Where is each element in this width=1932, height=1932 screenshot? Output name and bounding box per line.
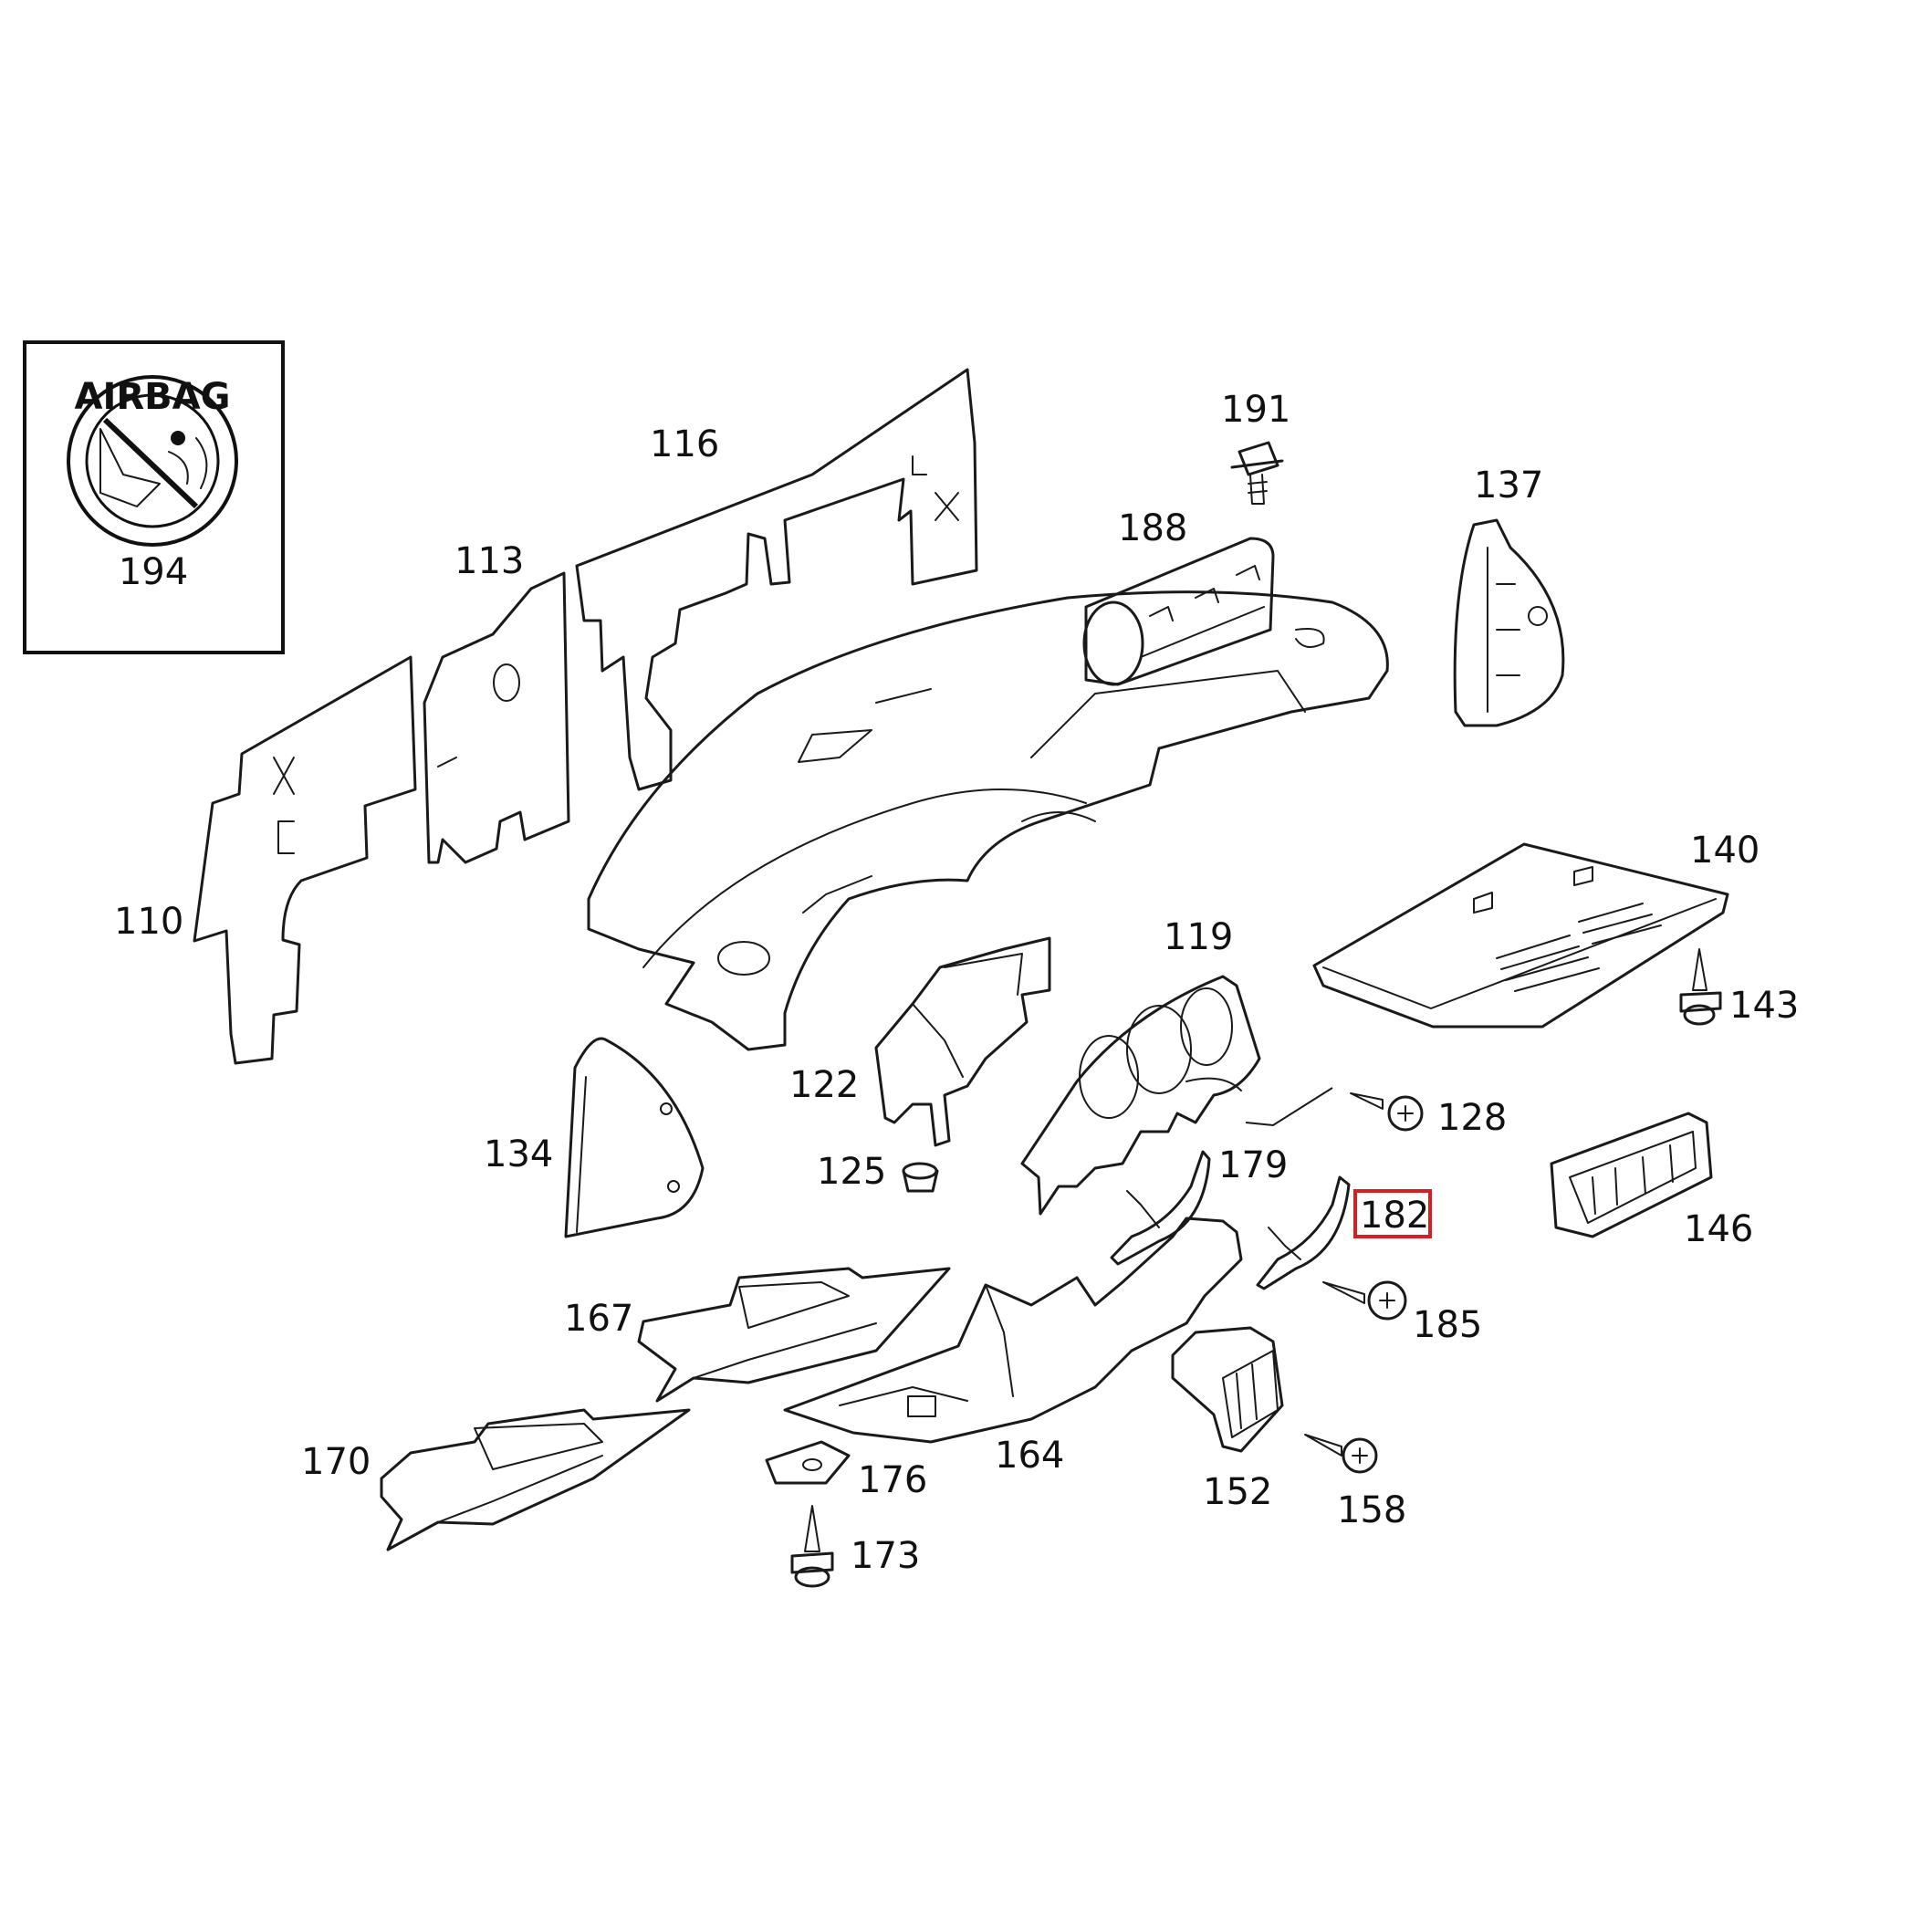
part-152: 152 [1171, 1326, 1284, 1513]
label-113: 113 [454, 540, 524, 582]
label-194: 194 [119, 551, 188, 593]
label-188: 188 [1118, 507, 1187, 549]
part-128: 128 [1245, 1087, 1507, 1139]
label-179: 179 [1218, 1144, 1288, 1186]
label-170: 170 [301, 1441, 371, 1483]
label-110: 110 [114, 901, 183, 943]
dashboard-carrier [587, 590, 1389, 1051]
part-146: 146 [1550, 1112, 1753, 1250]
label-125: 125 [817, 1151, 886, 1193]
label-158: 158 [1337, 1489, 1406, 1531]
label-182: 182 [1360, 1195, 1429, 1237]
label-176: 176 [858, 1459, 927, 1501]
part-176: 176 [765, 1440, 927, 1501]
part-122: 122 [789, 936, 1051, 1147]
label-116: 116 [650, 423, 719, 465]
label-140: 140 [1690, 830, 1760, 872]
part-188: 188 [1082, 507, 1275, 686]
label-146: 146 [1684, 1208, 1753, 1250]
part-110: 110 [114, 655, 417, 1065]
label-122: 122 [789, 1064, 859, 1106]
part-143: 143 [1679, 948, 1799, 1027]
highlight-box-182 [1353, 1189, 1432, 1238]
part-167: 167 [564, 1267, 951, 1403]
label-137: 137 [1474, 465, 1543, 506]
part-179: 179 [1110, 1144, 1288, 1266]
airbag-text: AIRBAG [75, 376, 231, 418]
part-116: 116 [575, 368, 978, 791]
part-134: 134 [484, 1037, 705, 1238]
label-185: 185 [1413, 1304, 1482, 1346]
part-113: 113 [423, 540, 570, 864]
airbag-warning-icon [67, 375, 238, 547]
part-182: 182 [1256, 1175, 1432, 1290]
part-125: 125 [817, 1151, 939, 1193]
label-119: 119 [1164, 916, 1233, 958]
label-152: 152 [1203, 1471, 1272, 1513]
part-158: 158 [1304, 1434, 1406, 1531]
part-170: 170 [301, 1408, 691, 1551]
label-164: 164 [995, 1435, 1064, 1477]
part-119: 119 [1020, 916, 1261, 1216]
part-164: 164 [783, 1217, 1243, 1477]
part-137: 137 [1453, 465, 1565, 727]
part-185: 185 [1322, 1280, 1482, 1346]
label-167: 167 [564, 1298, 633, 1340]
label-134: 134 [484, 1133, 553, 1175]
label-191: 191 [1221, 389, 1290, 431]
vent-slots [1496, 903, 1662, 992]
part-191: 191 [1221, 389, 1290, 505]
label-128: 128 [1437, 1097, 1507, 1139]
label-173: 173 [851, 1535, 920, 1577]
inset-194: AIRBAG 194 [23, 340, 285, 654]
part-173: 173 [790, 1505, 920, 1588]
label-143: 143 [1729, 985, 1799, 1027]
part-140: 140 [1312, 830, 1760, 1029]
